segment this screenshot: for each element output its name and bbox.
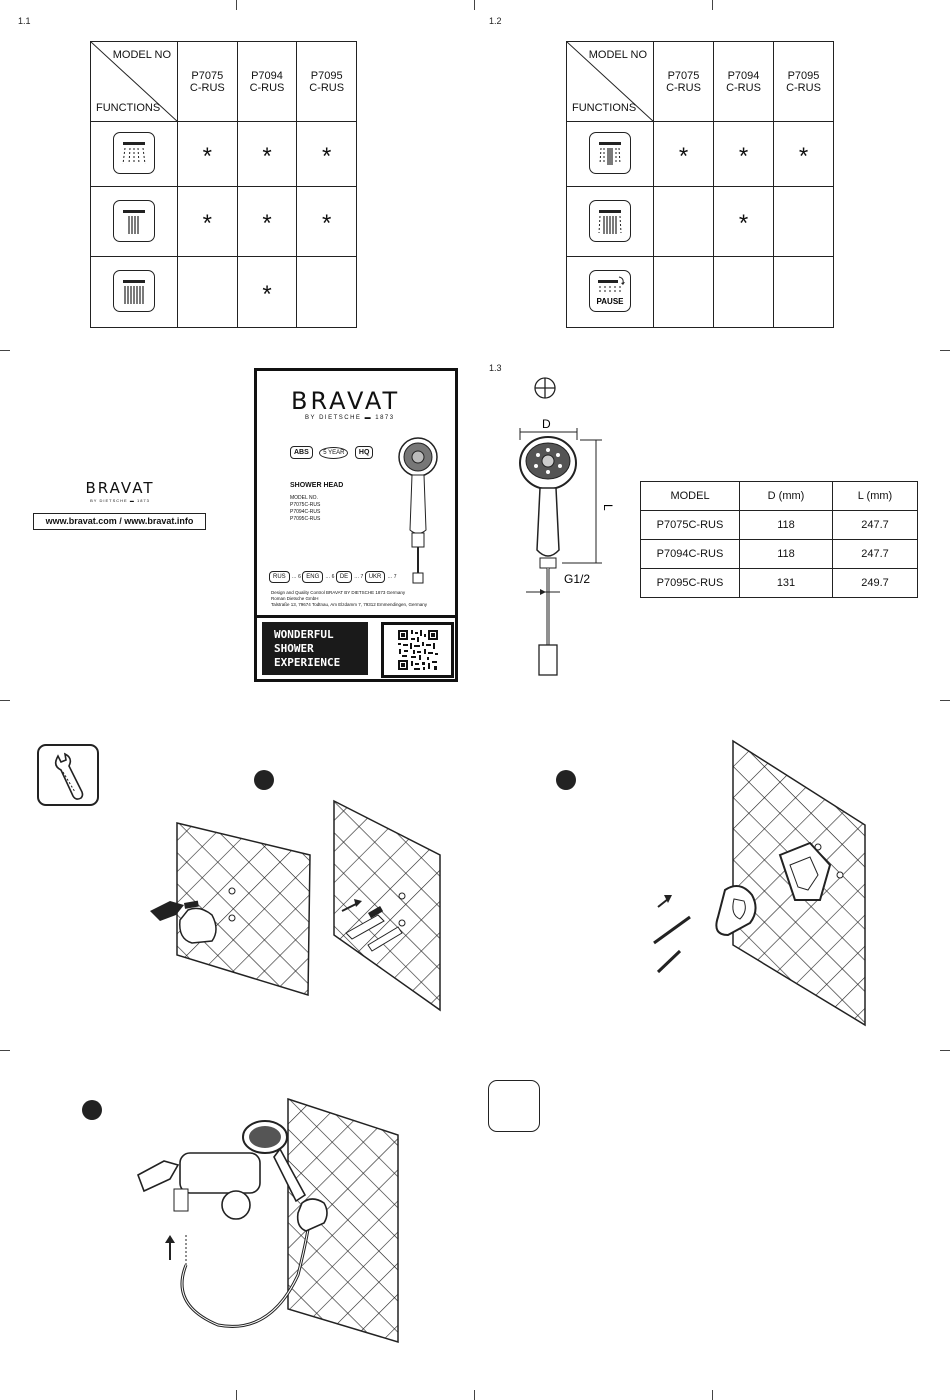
spray-rain-icon (113, 132, 155, 174)
model-no-label: MODEL NO (112, 49, 171, 61)
dimension-drawing: D G1/2 L (519, 377, 615, 676)
package-tagline: BY DIETSCHE ▬ 1873 (305, 415, 395, 421)
language-index: RUS… 6 ENG… 6 DE… 7 UKR… 7 (269, 571, 397, 583)
label-d: D (542, 417, 551, 431)
qr-code (397, 629, 439, 671)
trim-mark (940, 1050, 950, 1051)
availability-mark: * (678, 142, 689, 170)
trim-mark (0, 700, 10, 701)
warranty-badge: 5 YEAR (319, 447, 349, 459)
availability-mark: * (321, 210, 332, 237)
spray-jet-icon (113, 199, 155, 242)
header-diagonal-cell: MODEL NO FUNCTIONS (566, 41, 654, 122)
trim-mark (940, 700, 950, 701)
trim-mark (474, 0, 475, 10)
trim-mark (940, 350, 950, 351)
wrench-icon (37, 744, 99, 806)
package-models: MODEL NO. P7075C-RUS P7094C-RUS P7095C-R… (290, 495, 321, 522)
spray-mixed-icon (589, 199, 631, 242)
availability-mark: * (738, 142, 749, 170)
availability-mark: * (798, 142, 809, 170)
trim-mark (712, 1390, 713, 1400)
product-name: SHOWER HEAD (290, 482, 344, 489)
trim-mark (0, 1050, 10, 1051)
trim-mark (236, 1390, 237, 1400)
slogan-panel: WONDERFUL SHOWER EXPERIENCE (262, 622, 368, 675)
anchors-wall-illustration (333, 799, 441, 1012)
header-diagonal-cell: MODEL NO FUNCTIONS (90, 41, 178, 122)
trim-mark (0, 350, 10, 351)
dim-header: D (mm) (739, 481, 833, 511)
spray-full-icon (113, 270, 155, 312)
package-front: BRAVAT BY DIETSCHE ▬ 1873 ABS 5 YEAR HQ … (257, 371, 455, 618)
step-1-dot (254, 770, 274, 790)
website-link[interactable]: www.bravat.com / www.bravat.info (33, 513, 206, 530)
package-badges: ABS 5 YEAR HQ (290, 441, 375, 459)
shower-head-image (398, 437, 438, 584)
package-illustration: BRAVAT BY DIETSCHE ▬ 1873 ABS 5 YEAR HQ … (254, 368, 458, 682)
availability-mark: * (321, 142, 332, 170)
step-2-dot (556, 770, 576, 790)
trim-mark (474, 1390, 475, 1400)
spray-rain-icon (589, 132, 631, 174)
model-no-label: MODEL NO (588, 49, 647, 61)
trim-mark (712, 0, 713, 10)
mixer-hose-illustration (137, 1097, 399, 1344)
pause-icon: PAUSE (589, 270, 631, 312)
note-box (488, 1080, 540, 1132)
holder-mount-illustration (653, 739, 866, 1027)
availability-mark: * (202, 142, 212, 170)
abs-badge: ABS (290, 446, 313, 459)
svg-text:PAUSE: PAUSE (597, 297, 625, 306)
qr-frame (381, 622, 454, 678)
drill-wall-illustration (150, 822, 311, 997)
section-number: 1.1 (18, 16, 31, 26)
availability-mark: * (738, 210, 749, 237)
functions-label: FUNCTIONS (96, 102, 161, 114)
hq-badge: HQ (354, 446, 374, 459)
availability-mark: * (202, 210, 212, 237)
section-number: 1.3 (489, 363, 502, 373)
package-credits: Design and Quality Control BRAVAT BY DIE… (271, 590, 428, 607)
label-l: L (601, 504, 615, 511)
package-brand: BRAVAT (291, 387, 401, 415)
label-thread: G1/2 (564, 572, 590, 586)
functions-label: FUNCTIONS (572, 102, 637, 114)
availability-mark: * (262, 280, 272, 308)
dim-header: L (mm) (832, 481, 918, 511)
brand-logo: BRAVAT BY DIETSCHE ▬ 1873 (85, 479, 155, 503)
availability-mark: * (262, 210, 272, 237)
section-number: 1.2 (489, 16, 502, 26)
availability-mark: * (262, 142, 272, 170)
trim-mark (236, 0, 237, 10)
dim-header: MODEL (640, 481, 740, 511)
step-3-dot (82, 1100, 102, 1120)
